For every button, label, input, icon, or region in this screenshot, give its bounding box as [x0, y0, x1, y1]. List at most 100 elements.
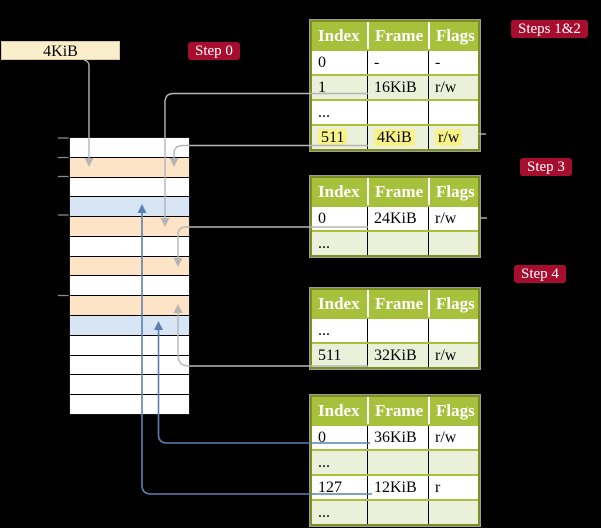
cell-text: 0: [318, 210, 326, 227]
memory-frame-row: [70, 355, 189, 375]
cell-text: 511: [318, 347, 342, 364]
cell-text: -: [435, 54, 441, 71]
step-0-label: Step 0: [188, 42, 240, 60]
memory-frame-row: [70, 335, 189, 355]
column-header-frame: Frame: [367, 178, 428, 205]
table-cell: 1: [312, 76, 367, 99]
step-4-label: Step 4: [514, 265, 566, 283]
cell-text: 0: [318, 429, 326, 446]
cell-text: 127: [318, 479, 342, 496]
cell-text: ...: [318, 454, 330, 471]
table-cell: 24KiB: [367, 207, 428, 230]
table-row: ...: [312, 449, 478, 474]
table-cell: [428, 319, 478, 342]
cell-text: 24KiB: [374, 210, 417, 227]
table-cell: ...: [312, 319, 367, 342]
table-cell: [428, 501, 478, 524]
table-row: 0 36KiB r/w: [312, 424, 478, 449]
table-cell: 12KiB: [367, 476, 428, 499]
table-cell: r/w: [428, 426, 478, 449]
memory-frame-row: [70, 138, 189, 157]
table-cell: -: [428, 51, 478, 74]
table-cell: ...: [312, 232, 367, 255]
column-header-frame: Frame: [367, 22, 428, 49]
column-header-index: Index: [318, 294, 360, 313]
memory-frame-row: [70, 236, 189, 256]
cell-text: 0: [318, 54, 326, 71]
cell-text: 16KiB: [374, 79, 417, 96]
cell-text: ...: [318, 322, 330, 339]
table-row: ...: [312, 317, 478, 342]
memory-frame-row: [70, 217, 189, 236]
column-header-flags: Flags: [428, 397, 478, 424]
table-cell: ...: [312, 501, 367, 524]
table-cell: 4KiB: [367, 126, 428, 149]
table-row: ...: [312, 230, 478, 255]
table-cell: [367, 232, 428, 255]
table-cell: r/w: [428, 207, 478, 230]
steps-1-2-label: Steps 1&2: [511, 20, 588, 38]
memory-frame-row: [70, 276, 189, 296]
cell-text: 1: [318, 79, 326, 96]
cell-text: ...: [318, 235, 330, 252]
cell-text: -: [374, 54, 380, 71]
memory-frame-row: [70, 296, 189, 316]
page-size-box: 4KiB: [1, 41, 120, 60]
table-cell: 0: [312, 207, 367, 230]
cell-text: r/w: [435, 129, 463, 146]
cell-text: r/w: [435, 79, 457, 96]
table-cell: ...: [312, 101, 367, 124]
cell-text: 36KiB: [374, 429, 417, 446]
column-header-index: Index: [318, 182, 360, 201]
column-header-flags: Flags: [428, 178, 478, 205]
table-cell: 127: [312, 476, 367, 499]
memory-frame-row: [70, 375, 189, 395]
table-cell: [367, 501, 428, 524]
table-cell: [428, 101, 478, 124]
column-header-frame: Frame: [367, 290, 428, 317]
cell-text: ...: [318, 104, 330, 121]
cell-text: 32KiB: [374, 347, 417, 364]
step-3-label: Step 3: [520, 158, 572, 176]
table-cell: 511: [312, 344, 367, 367]
memory-frame-row: [70, 177, 189, 197]
column-header-frame: Frame: [367, 397, 428, 424]
column-header-flags: Flags: [428, 22, 478, 49]
table-cell: r: [428, 476, 478, 499]
table-cell: 511: [312, 126, 367, 149]
table-cell: 0: [312, 426, 367, 449]
column-header-index: Index: [318, 26, 360, 45]
table-cell: ...: [312, 451, 367, 474]
column-header-index: Index: [318, 401, 360, 420]
table-cell: r/w: [428, 126, 478, 149]
table-cell: [367, 451, 428, 474]
table-cell: 32KiB: [367, 344, 428, 367]
memory-frame-row: [70, 316, 189, 335]
table-cell: [428, 451, 478, 474]
table-cell: 0: [312, 51, 367, 74]
table-cell: 16KiB: [367, 76, 428, 99]
cell-text: r/w: [435, 429, 457, 446]
memory-frame-row: [70, 157, 189, 177]
table-row: 511 4KiB r/w: [312, 124, 478, 149]
cell-text: ...: [318, 504, 330, 521]
cell-text: 4KiB: [374, 129, 415, 146]
table-row: 1 16KiB r/w: [312, 74, 478, 99]
table-cell: r/w: [428, 344, 478, 367]
table-cell: [367, 101, 428, 124]
memory-frame-row: [70, 395, 189, 414]
cell-text: r/w: [435, 347, 457, 364]
table-row: 0 - -: [312, 49, 478, 74]
cell-text: 511: [318, 129, 348, 146]
memory-frame-row: [70, 256, 189, 276]
table-cell: -: [367, 51, 428, 74]
table-row: ...: [312, 99, 478, 124]
